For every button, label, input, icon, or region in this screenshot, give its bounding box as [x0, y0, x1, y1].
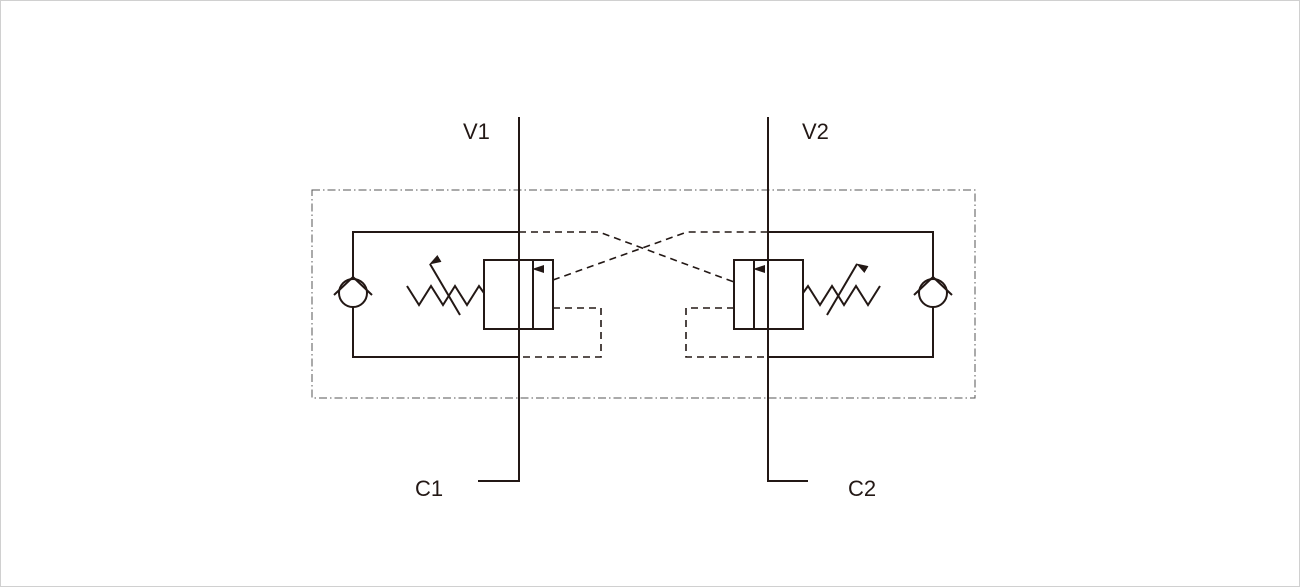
left-valve-group — [333, 231, 602, 358]
line-v1-c1 — [478, 117, 520, 482]
right-check-seat — [913, 275, 953, 296]
left-valve-body — [483, 259, 554, 330]
port-label-c1: C1 — [415, 476, 443, 501]
right-valve-group — [685, 231, 953, 358]
port-label-c2: C2 — [848, 476, 876, 501]
left-check-valve-icon — [338, 278, 368, 308]
left-bypass-line — [352, 231, 519, 358]
left-drain-pilot-line — [519, 307, 602, 358]
port-label-v2: V2 — [802, 119, 829, 144]
pilot-line-v2-to-left — [552, 231, 768, 281]
port-label-v1: V1 — [463, 119, 490, 144]
right-adjust-arrow-icon — [826, 263, 869, 316]
module-boundary — [311, 189, 976, 399]
right-valve-body — [733, 259, 804, 330]
line-v2-c2 — [767, 117, 808, 482]
left-adjust-arrow-icon — [429, 254, 461, 316]
left-check-seat — [333, 275, 373, 296]
right-bypass-line — [768, 231, 934, 358]
right-check-valve-icon — [918, 278, 948, 308]
pilot-line-v1-to-right — [519, 231, 735, 283]
right-drain-pilot-line — [685, 307, 768, 358]
